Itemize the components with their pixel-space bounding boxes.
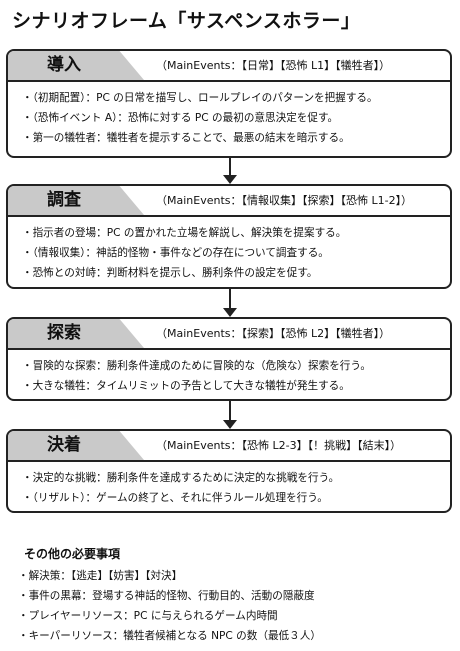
section-resolution: 決着 （MainEvents：【恐怖 L2-3】【！挑戦】【結末】） ・決定的な… <box>6 429 452 513</box>
section-header: 導入 （MainEvents：【日常】【恐怖 L1】【犠牲者】） <box>8 51 450 82</box>
list-item: ・第一の犠牲者：犠牲者を提示することで、最悪の結末を暗示する。 <box>22 132 350 144</box>
section-header: 決着 （MainEvents：【恐怖 L2-3】【！挑戦】【結末】） <box>8 431 450 462</box>
main-events: （MainEvents：【情報収集】【探索】【恐怖 L1-2】） <box>156 194 413 207</box>
section-name: 調査 <box>47 190 81 210</box>
list-item: ・大きな犠牲：タイムリミットの予告として大きな犠牲が発生する。 <box>22 380 350 392</box>
list-item: ・（恐怖イベント A）：恐怖に対する PC の最初の意思決定を促す。 <box>22 112 339 124</box>
list-item: ・（リザルト）：ゲームの終了と、それに伴うルール処理を行う。 <box>22 492 328 504</box>
section-body: ・指示者の登場：PC の置かれた立場を解説し、解決策を提案する。 ・（情報収集）… <box>8 217 450 287</box>
section-tab <box>8 431 144 460</box>
section-investigation: 調査 （MainEvents：【情報収集】【探索】【恐怖 L1-2】） ・指示者… <box>6 184 452 289</box>
section-tab <box>8 51 144 80</box>
list-item: ・指示者の登場：PC の置かれた立場を解説し、解決策を提案する。 <box>22 227 347 239</box>
section-header: 探索 （MainEvents：【探索】【恐怖 L2】【犠牲者】） <box>8 319 450 350</box>
flow-arrow-down-icon <box>223 401 237 429</box>
list-item: ・プレイヤーリソース：PC に与えられるゲーム内時間 <box>18 610 278 622</box>
other-requirements-heading: その他の必要事項 <box>24 547 121 561</box>
section-body: ・決定的な挑戦：勝利条件を達成するために決定的な挑戦を行う。 ・（リザルト）：ゲ… <box>8 462 450 512</box>
section-name: 探索 <box>47 323 81 343</box>
main-events: （MainEvents：【探索】【恐怖 L2】【犠牲者】） <box>156 327 391 340</box>
section-header: 調査 （MainEvents：【情報収集】【探索】【恐怖 L1-2】） <box>8 186 450 217</box>
section-tab <box>8 319 144 348</box>
section-body: ・冒険的な探索：勝利条件達成のために冒険的な（危険な）探索を行う。 ・大きな犠牲… <box>8 350 450 400</box>
other-requirements-list: ・解決策：【逃走】【妨害】【対決】 ・事件の黒幕：登場する神話的怪物、行動目的、… <box>18 566 321 646</box>
page-title: シナリオフレーム「サスペンスホラー」 <box>12 10 361 32</box>
section-name: 導入 <box>47 55 81 75</box>
main-events: （MainEvents：【日常】【恐怖 L1】【犠牲者】） <box>156 59 391 72</box>
main-events: （MainEvents：【恐怖 L2-3】【！挑戦】【結末】） <box>156 439 402 452</box>
section-intro: 導入 （MainEvents：【日常】【恐怖 L1】【犠牲者】） ・（初期配置）… <box>6 49 452 158</box>
list-item: ・決定的な挑戦：勝利条件を達成するために決定的な挑戦を行う。 <box>22 472 340 484</box>
list-item: ・冒険的な探索：勝利条件達成のために冒険的な（危険な）探索を行う。 <box>22 360 371 372</box>
list-item: ・恐怖との対峙：判断材料を提示し、勝利条件の設定を促す。 <box>22 267 318 279</box>
list-item: ・キーパーリソース：犠牲者候補となる NPC の数（最低３人） <box>18 630 321 642</box>
section-name: 決着 <box>47 435 81 455</box>
list-item: ・解決策：【逃走】【妨害】【対決】 <box>18 570 183 582</box>
flow-arrow-down-icon <box>223 289 237 317</box>
list-item: ・（情報収集）：神話的怪物・事件などの存在について調査する。 <box>22 247 329 259</box>
list-item: ・事件の黒幕：登場する神話的怪物、行動目的、活動の隠蔽度 <box>18 590 315 602</box>
section-tab <box>8 186 144 215</box>
list-item: ・（初期配置）：PC の日常を描写し、ロールプレイのパターンを把握する。 <box>22 92 378 104</box>
section-exploration: 探索 （MainEvents：【探索】【恐怖 L2】【犠牲者】） ・冒険的な探索… <box>6 317 452 401</box>
section-body: ・（初期配置）：PC の日常を描写し、ロールプレイのパターンを把握する。 ・（恐… <box>8 82 450 152</box>
flow-arrow-down-icon <box>223 158 237 184</box>
